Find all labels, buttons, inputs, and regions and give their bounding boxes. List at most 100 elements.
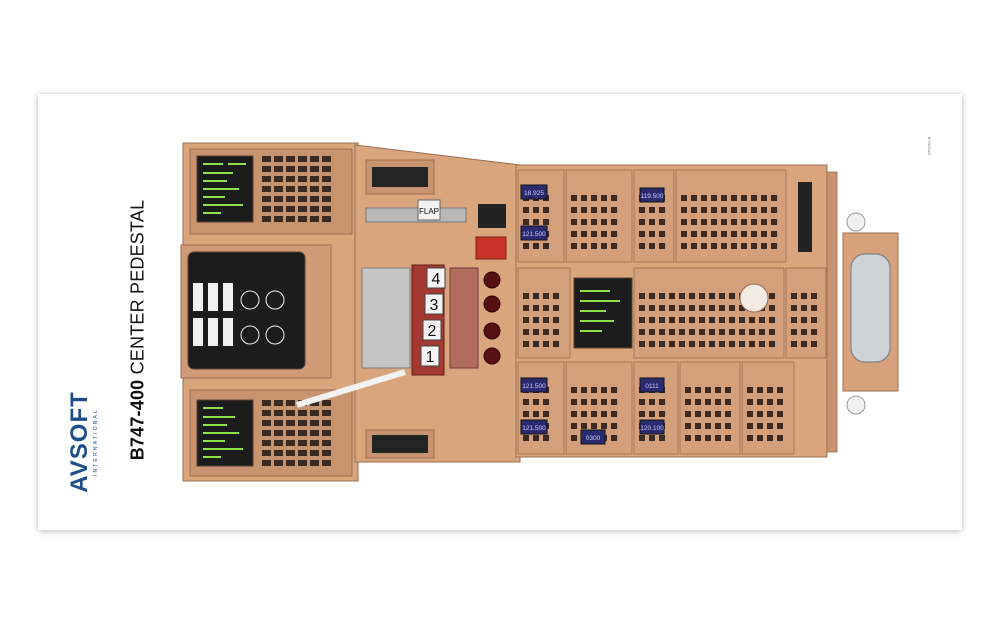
panel-button[interactable] xyxy=(777,411,783,417)
panel-button[interactable] xyxy=(695,423,701,429)
panel-button[interactable] xyxy=(801,293,807,299)
panel-button[interactable] xyxy=(761,219,767,225)
panel-button[interactable] xyxy=(725,435,731,441)
panel-button[interactable] xyxy=(639,399,645,405)
panel-button[interactable] xyxy=(695,411,701,417)
panel-button[interactable] xyxy=(659,243,665,249)
panel-button[interactable] xyxy=(685,435,691,441)
cdu-key[interactable] xyxy=(298,460,307,466)
panel-button[interactable] xyxy=(769,329,775,335)
panel-button[interactable] xyxy=(757,399,763,405)
panel-button[interactable] xyxy=(801,329,807,335)
panel-button[interactable] xyxy=(711,219,717,225)
panel-button[interactable] xyxy=(751,195,757,201)
cdu-key[interactable] xyxy=(262,166,271,172)
panel-button[interactable] xyxy=(777,423,783,429)
cdu-key[interactable] xyxy=(310,450,319,456)
panel-button[interactable] xyxy=(639,293,645,299)
panel-button[interactable] xyxy=(649,411,655,417)
panel-button[interactable] xyxy=(601,207,607,213)
panel-button[interactable] xyxy=(601,387,607,393)
panel-button[interactable] xyxy=(659,317,665,323)
panel-button[interactable] xyxy=(791,341,797,347)
panel-button[interactable] xyxy=(741,195,747,201)
panel-button[interactable] xyxy=(601,243,607,249)
panel-button[interactable] xyxy=(729,341,735,347)
panel-button[interactable] xyxy=(581,399,587,405)
parking-brake-handle[interactable] xyxy=(296,369,406,408)
panel-button[interactable] xyxy=(771,207,777,213)
cdu-key[interactable] xyxy=(286,196,295,202)
cdu-key[interactable] xyxy=(262,196,271,202)
panel-button[interactable] xyxy=(611,423,617,429)
panel-button[interactable] xyxy=(705,399,711,405)
cdu-key[interactable] xyxy=(274,206,283,212)
panel-button[interactable] xyxy=(639,305,645,311)
panel-button[interactable] xyxy=(611,231,617,237)
panel-button[interactable] xyxy=(543,305,549,311)
panel-button[interactable] xyxy=(553,329,559,335)
cdu-key[interactable] xyxy=(322,186,331,192)
panel-button[interactable] xyxy=(801,341,807,347)
panel-button[interactable] xyxy=(709,293,715,299)
panel-button[interactable] xyxy=(553,293,559,299)
cdu-key[interactable] xyxy=(310,410,319,416)
panel-button[interactable] xyxy=(659,219,665,225)
panel-button[interactable] xyxy=(811,305,817,311)
panel-button[interactable] xyxy=(543,207,549,213)
thrust-lever-3[interactable] xyxy=(424,293,444,315)
cdu-key[interactable] xyxy=(274,440,283,446)
panel-button[interactable] xyxy=(691,243,697,249)
panel-button[interactable] xyxy=(689,293,695,299)
panel-button[interactable] xyxy=(747,399,753,405)
panel-button[interactable] xyxy=(761,207,767,213)
panel-button[interactable] xyxy=(771,219,777,225)
panel-button[interactable] xyxy=(777,435,783,441)
compass-knob[interactable] xyxy=(739,283,769,313)
panel-button[interactable] xyxy=(601,231,607,237)
cdu-key[interactable] xyxy=(322,400,331,406)
panel-button[interactable] xyxy=(543,317,549,323)
panel-button[interactable] xyxy=(801,305,807,311)
cdu-key[interactable] xyxy=(322,196,331,202)
panel-button[interactable] xyxy=(747,423,753,429)
panel-button[interactable] xyxy=(639,207,645,213)
cdu-key[interactable] xyxy=(262,186,271,192)
panel-button[interactable] xyxy=(543,293,549,299)
panel-button[interactable] xyxy=(639,317,645,323)
cdu-key[interactable] xyxy=(274,410,283,416)
panel-button[interactable] xyxy=(757,423,763,429)
panel-button[interactable] xyxy=(701,207,707,213)
cdu-key[interactable] xyxy=(286,216,295,222)
panel-button[interactable] xyxy=(659,305,665,311)
panel-button[interactable] xyxy=(571,219,577,225)
cdu-key[interactable] xyxy=(298,166,307,172)
panel-button[interactable] xyxy=(771,231,777,237)
panel-button[interactable] xyxy=(553,341,559,347)
cdu-key[interactable] xyxy=(298,186,307,192)
panel-button[interactable] xyxy=(721,207,727,213)
cdu-key[interactable] xyxy=(286,206,295,212)
cdu-key[interactable] xyxy=(274,186,283,192)
cdu-key[interactable] xyxy=(262,430,271,436)
panel-button[interactable] xyxy=(523,341,529,347)
cdu-key[interactable] xyxy=(262,460,271,466)
panel-button[interactable] xyxy=(769,341,775,347)
panel-button[interactable] xyxy=(611,219,617,225)
cdu-key[interactable] xyxy=(262,176,271,182)
panel-button[interactable] xyxy=(649,317,655,323)
panel-button[interactable] xyxy=(721,231,727,237)
panel-button[interactable] xyxy=(523,293,529,299)
panel-button[interactable] xyxy=(739,341,745,347)
panel-button[interactable] xyxy=(757,435,763,441)
red-guard[interactable] xyxy=(475,236,507,260)
panel-button[interactable] xyxy=(659,207,665,213)
panel-button[interactable] xyxy=(591,207,597,213)
panel-button[interactable] xyxy=(681,243,687,249)
panel-button[interactable] xyxy=(639,341,645,347)
cdu-key[interactable] xyxy=(262,216,271,222)
cdu-key[interactable] xyxy=(298,440,307,446)
panel-button[interactable] xyxy=(751,243,757,249)
panel-button[interactable] xyxy=(669,317,675,323)
panel-button[interactable] xyxy=(719,317,725,323)
